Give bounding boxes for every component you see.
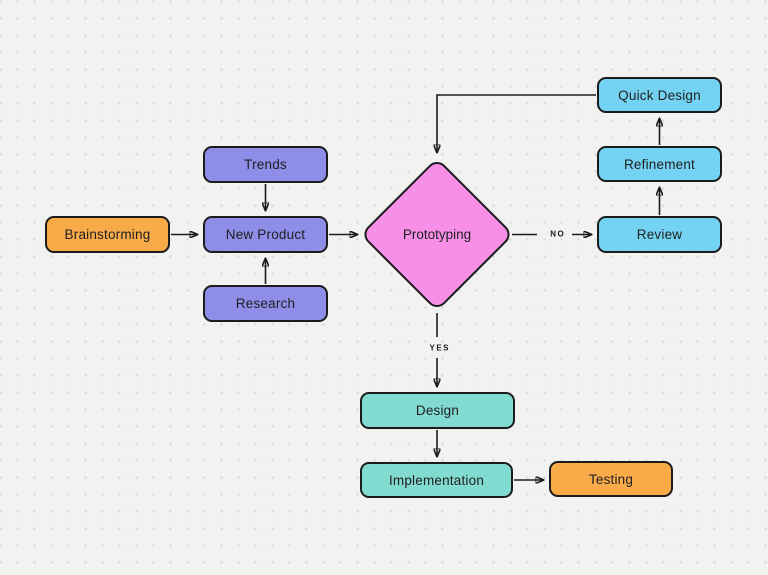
node-quick-design-label: Quick Design <box>618 87 701 103</box>
node-prototyping-shape <box>364 161 510 308</box>
node-implementation-label: Implementation <box>388 472 485 488</box>
node-quick-design[interactable]: Quick Design <box>597 77 722 113</box>
node-design[interactable]: Design <box>360 392 515 429</box>
node-testing-label: Testing <box>588 471 634 487</box>
node-research-label: Research <box>235 296 296 311</box>
node-brainstorming-label: Brainstorming <box>64 227 151 242</box>
edge-label-yes: YES <box>429 343 451 353</box>
node-review-label: Review <box>636 227 683 242</box>
node-prototyping[interactable]: Prototyping <box>363 216 511 253</box>
node-implementation[interactable]: Implementation <box>360 462 513 498</box>
node-refinement[interactable]: Refinement <box>597 146 722 182</box>
node-trends[interactable]: Trends <box>203 146 328 183</box>
node-new-product[interactable]: New Product <box>203 216 328 253</box>
connector-quickdesign-prototyping <box>437 94 596 152</box>
node-brainstorming[interactable]: Brainstorming <box>45 216 170 253</box>
node-design-label: Design <box>415 403 460 418</box>
node-refinement-label: Refinement <box>623 156 696 172</box>
node-prototyping-label: Prototyping <box>402 227 472 242</box>
node-testing[interactable]: Testing <box>549 461 673 497</box>
node-review[interactable]: Review <box>597 216 722 253</box>
edge-label-no: NO <box>550 229 566 239</box>
node-research[interactable]: Research <box>203 285 328 322</box>
node-trends-label: Trends <box>244 157 287 172</box>
node-new-product-label: New Product <box>225 227 306 242</box>
